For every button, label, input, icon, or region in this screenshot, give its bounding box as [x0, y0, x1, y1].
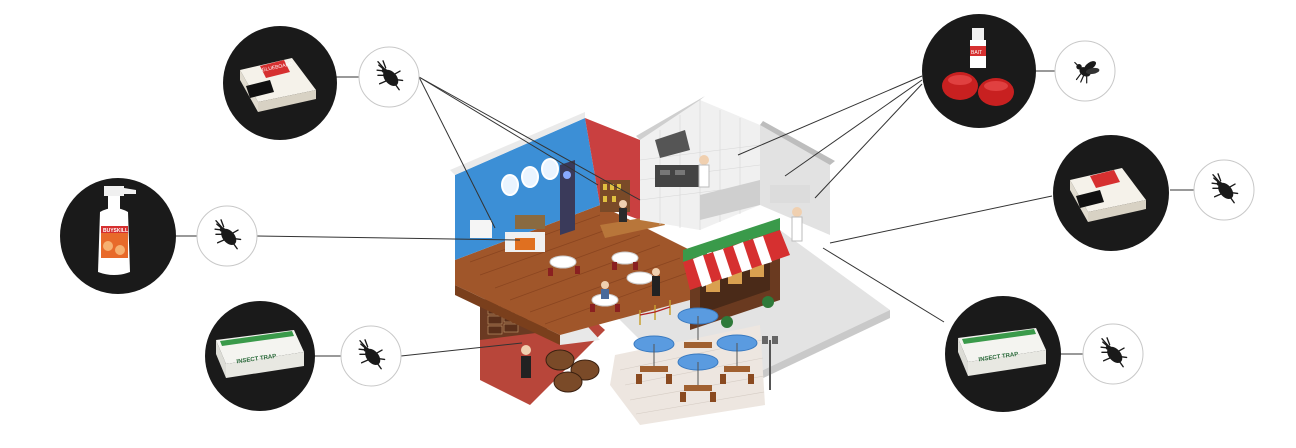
glue-trap-product[interactable]: GLUEBOARD [223, 26, 337, 140]
fly-bait-product[interactable]: BAIT [922, 14, 1036, 128]
insecticide-spray-product[interactable]: BUYSKILL [60, 178, 176, 294]
connector-lines [176, 70, 1194, 357]
cockroach-icon [196, 205, 258, 267]
insect-trap-label: INSECT TRAP [978, 352, 1018, 364]
glue-trap-product[interactable] [1053, 135, 1169, 251]
cockroach-icon [340, 325, 402, 387]
storefront: Restaurant [683, 218, 790, 330]
patio [610, 307, 778, 425]
insect-trap-label: INSECT TRAP [236, 354, 276, 366]
restaurant-illustration: Restaurant [450, 96, 890, 425]
bait-label: BAIT [971, 50, 982, 56]
dining-tables [548, 251, 660, 312]
cockroach-icon [1193, 159, 1255, 221]
cockroach-icon [358, 46, 420, 108]
insect-trap-product[interactable]: INSECT TRAP [205, 301, 315, 411]
cockroach-icon [1082, 323, 1144, 385]
insect-trap-product[interactable]: INSECT TRAP [945, 296, 1061, 412]
spray-brand-label: BUYSKILL [103, 228, 128, 234]
fly-icon [1054, 40, 1116, 102]
